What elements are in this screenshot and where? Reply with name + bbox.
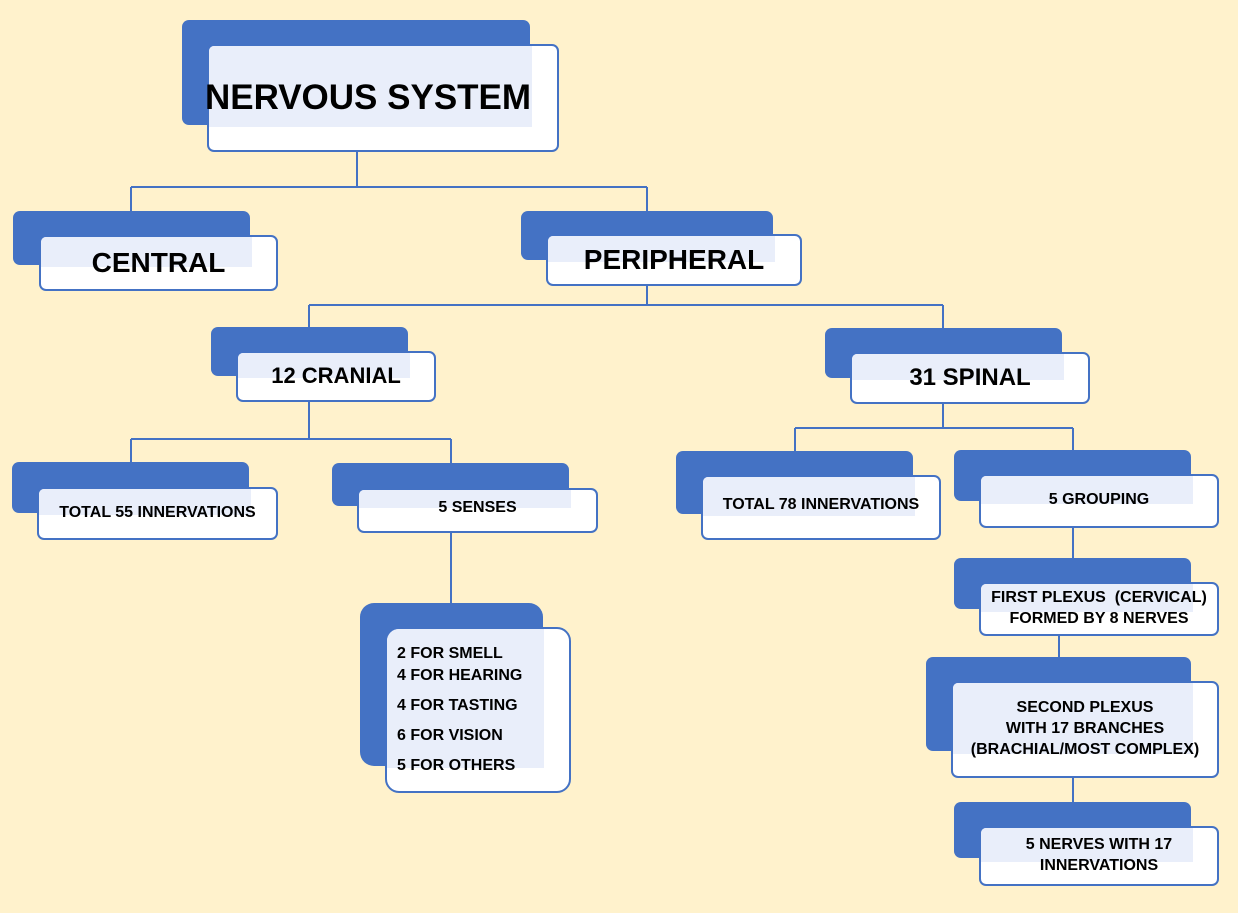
node-label: TOTAL 78 INNERVATIONS	[722, 496, 920, 514]
node-label-line: INNERVATIONS	[1039, 857, 1159, 874]
node-label-line: WITH 17 BRANCHES	[1005, 720, 1165, 738]
node-label: CENTRAL	[91, 246, 226, 278]
connector-cranial-to-level3	[130, 400, 452, 464]
node-label-line: 5 NERVES WITH 17	[1025, 836, 1173, 854]
senses-list: 2 FOR SMELL 4 FOR HEARING 4 FOR TASTING …	[397, 643, 522, 777]
node-label: 5 SENSES	[438, 499, 517, 517]
node-label-line: (BRACHIAL/MOST COMPLEX)	[970, 740, 1200, 758]
node-label: 31 SPINAL	[909, 364, 1031, 392]
senses-list-item: 4 FOR TASTING	[397, 697, 518, 714]
node-label-line: FORMED BY 8 NERVES	[1009, 610, 1189, 627]
connector-root-to-level1	[130, 151, 648, 212]
senses-list-item: 2 FOR SMELL	[397, 645, 503, 662]
node-label: FIRST PLEXUS (CERVICAL) FORMED BY 8 NERV…	[991, 588, 1207, 630]
connector-spinal-to-level3	[794, 402, 1074, 452]
node-label-line: FIRST PLEXUS (CERVICAL)	[991, 589, 1207, 607]
senses-list-item: 4 FOR HEARING	[397, 667, 523, 684]
node-title: NERVOUS SYSTEM	[204, 78, 532, 118]
connector-peripheral-to-level2	[308, 284, 944, 330]
senses-list-item: 6 FOR VISION	[397, 727, 503, 744]
node-label: 5 GROUPING	[1048, 490, 1150, 508]
node-label-line: SECOND PLEXUS	[1016, 699, 1154, 717]
senses-list-item: 5 FOR OTHERS	[397, 757, 516, 774]
node-label: 5 NERVES WITH 17 INNERVATIONS	[1026, 835, 1172, 877]
node-label: 12 CRANIAL	[271, 363, 401, 389]
node-label: SECOND PLEXUS WITH 17 BRANCHES (BRACHIAL…	[971, 698, 1199, 760]
node-label: TOTAL 55 INNERVATIONS	[59, 504, 256, 522]
node-label: PERIPHERAL	[583, 243, 765, 275]
